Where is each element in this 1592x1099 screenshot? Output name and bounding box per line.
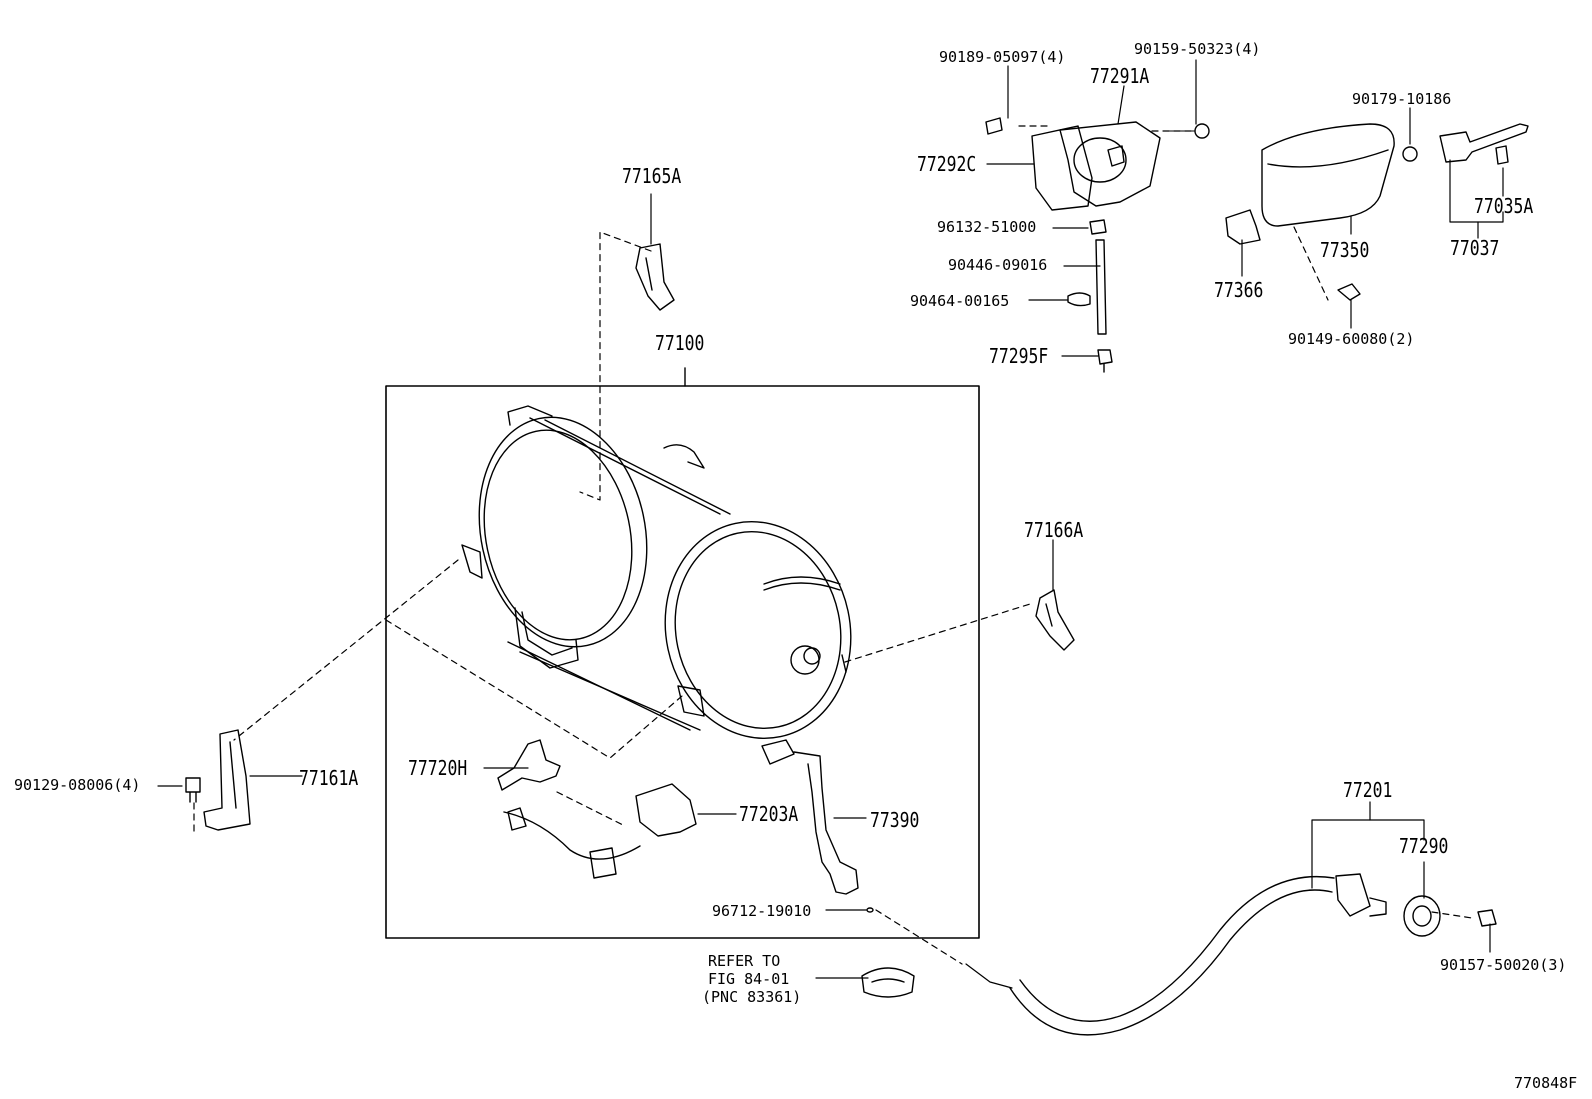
label-77720h: 77720H — [408, 756, 468, 780]
valve-77720h — [497, 739, 561, 791]
grommet — [861, 967, 915, 998]
bolt-90149 — [1337, 283, 1361, 301]
label-77037: 77037 — [1450, 236, 1500, 260]
diagram-id: 770848F — [1514, 1074, 1578, 1092]
label-96132-51000: 96132-51000 — [937, 218, 1037, 236]
label-77291a: 77291A — [1090, 64, 1150, 88]
label-77350: 77350 — [1320, 238, 1370, 262]
label-90179-10186: 90179-10186 — [1352, 90, 1452, 108]
bracket-77161a — [203, 729, 251, 831]
label-90446-09016: 90446-09016 — [948, 256, 1048, 274]
lock-77366 — [1225, 209, 1261, 245]
label-77035a: 77035A — [1474, 194, 1534, 218]
sender-77390 — [761, 739, 859, 895]
label-77100: 77100 — [655, 331, 705, 355]
refer-line-3: (PNC 83361) — [702, 988, 802, 1006]
gasket-77290 — [1403, 895, 1441, 937]
label-77290: 77290 — [1399, 834, 1449, 858]
nut-90179 — [1402, 146, 1418, 162]
fuel-tank — [461, 405, 852, 740]
leader-lines — [157, 59, 1504, 979]
label-90189-05097: 90189-05097(4) — [939, 48, 1066, 66]
refer-line-1: REFER TO — [708, 952, 781, 970]
bracket-77165a — [635, 243, 675, 311]
label-90464-00165: 90464-00165 — [910, 292, 1010, 310]
label-77201: 77201 — [1343, 778, 1393, 802]
label-90157-50020: 90157-50020(3) — [1440, 956, 1567, 974]
pump-77203a — [503, 783, 697, 879]
label-90159-50323: 90159-50323(4) — [1134, 40, 1261, 58]
bracket-77166a — [1035, 589, 1075, 651]
fuel-door-77350 — [1261, 123, 1395, 227]
assembly-frame — [385, 385, 980, 939]
label-90129-08006: 90129-08006(4) — [14, 776, 141, 794]
leader-dashes — [193, 125, 1473, 965]
label-77295f: 77295F — [989, 344, 1049, 368]
filler-pipe-77201 — [1009, 875, 1335, 1036]
label-96712-19010: 96712-19010 — [712, 902, 812, 920]
label-77292c: 77292C — [917, 152, 977, 176]
label-77166a: 77166A — [1024, 518, 1084, 542]
bolt-90129 — [185, 777, 201, 803]
filler-housing — [985, 117, 1210, 373]
filler-neck-flange — [1335, 873, 1387, 917]
opener-77037 — [1439, 123, 1529, 163]
refer-line-2: FIG 84-01 — [708, 970, 790, 988]
clip-77035a — [1495, 145, 1509, 165]
label-77203a: 77203A — [739, 802, 799, 826]
label-77390: 77390 — [870, 808, 920, 832]
label-90149-60080: 90149-60080(2) — [1288, 330, 1415, 348]
label-77165a: 77165A — [622, 164, 682, 188]
label-77161a: 77161A — [299, 766, 359, 790]
screw-90157 — [1477, 909, 1497, 927]
label-77366: 77366 — [1214, 278, 1264, 302]
